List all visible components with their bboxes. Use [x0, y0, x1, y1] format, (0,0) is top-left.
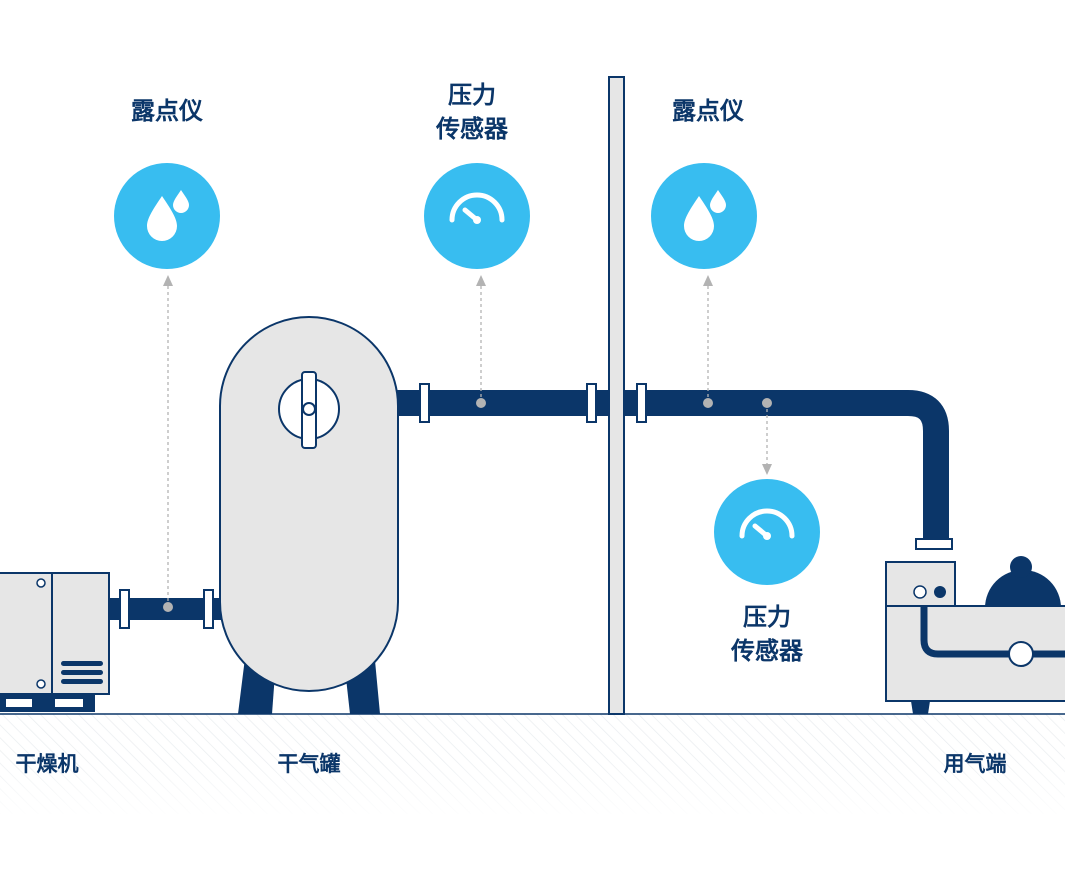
label-tank: 干气罐 — [277, 752, 341, 776]
dew-point-sensor-right — [651, 163, 757, 269]
dew-point-tap-left — [163, 602, 173, 612]
pressure-sensor-bottom — [714, 479, 820, 585]
measure-points — [163, 398, 772, 612]
flange — [915, 538, 953, 550]
ground — [0, 713, 1065, 820]
label-dryer: 干燥机 — [15, 752, 79, 776]
label-dew-point-left: 露点仪 — [131, 97, 203, 125]
label-end-use: 用气端 — [943, 752, 1007, 776]
water-drops-icon — [684, 190, 726, 241]
pipe-network — [108, 383, 953, 629]
dryer-unit — [0, 572, 110, 712]
label-dew-point-right: 露点仪 — [672, 97, 744, 125]
flange — [419, 383, 430, 423]
flange — [203, 589, 214, 629]
label-pressure-sensor-top: 压力 传感器 — [436, 81, 508, 143]
label-pressure-sensor-bottom: 压力 传感器 — [731, 603, 803, 665]
dew-point-sensor-left — [114, 163, 220, 269]
dew-point-tap-right — [703, 398, 713, 408]
flange — [119, 589, 130, 629]
partition-wall — [608, 76, 625, 715]
flange — [636, 383, 647, 423]
pipe-main — [396, 390, 949, 545]
flange — [586, 383, 597, 423]
leader-lines — [163, 275, 772, 607]
end-use-equipment — [885, 556, 1065, 714]
pressure-tap-bottom — [762, 398, 772, 408]
pressure-tap-top — [476, 398, 486, 408]
pressure-sensor-top — [424, 163, 530, 269]
water-drops-icon — [147, 190, 189, 241]
dry-air-tank — [219, 316, 399, 714]
